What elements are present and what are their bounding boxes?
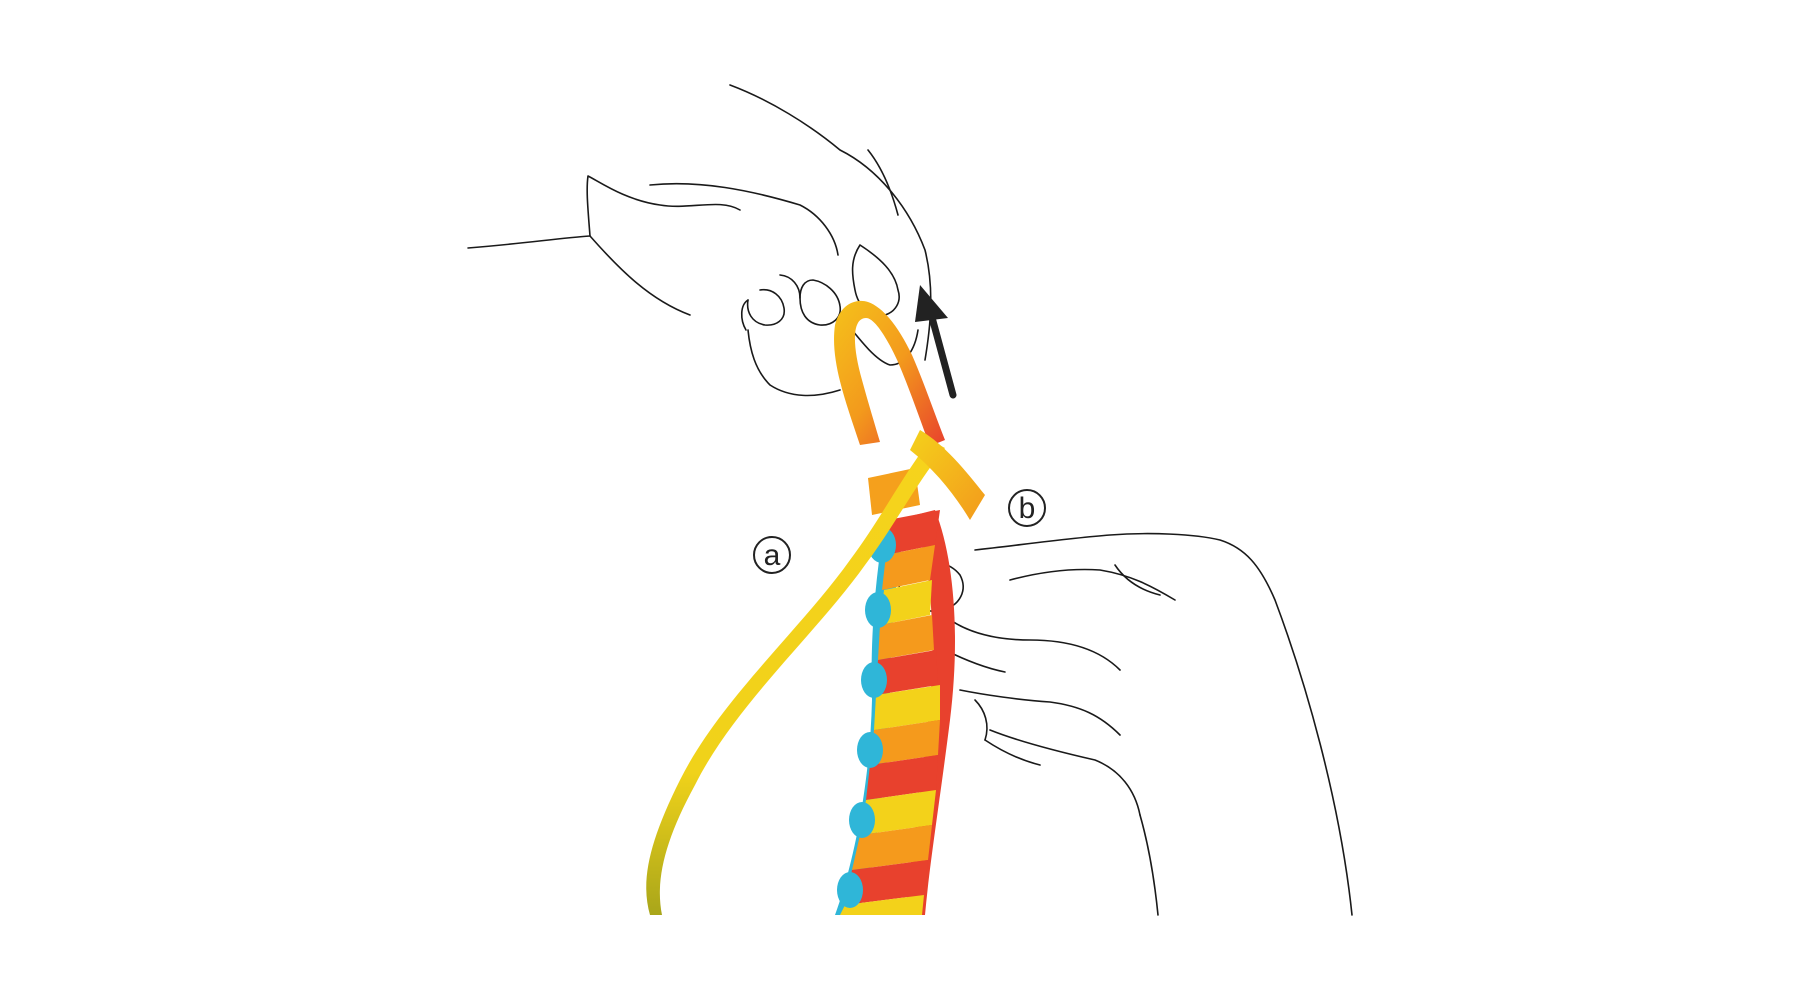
up-arrow-icon — [915, 285, 957, 399]
braid — [835, 468, 955, 915]
label-b-circle — [1008, 489, 1046, 527]
label-b: b — [1008, 489, 1046, 527]
ribbon-loop — [834, 300, 945, 446]
upper-hand — [467, 84, 932, 397]
strand-a — [646, 440, 945, 915]
label-b-text: b — [1019, 492, 1036, 525]
label-a: a — [753, 536, 791, 574]
label-a-circle — [753, 536, 791, 574]
label-a-text: a — [764, 539, 781, 572]
lower-hand — [897, 532, 1353, 916]
strand-b — [910, 430, 985, 520]
